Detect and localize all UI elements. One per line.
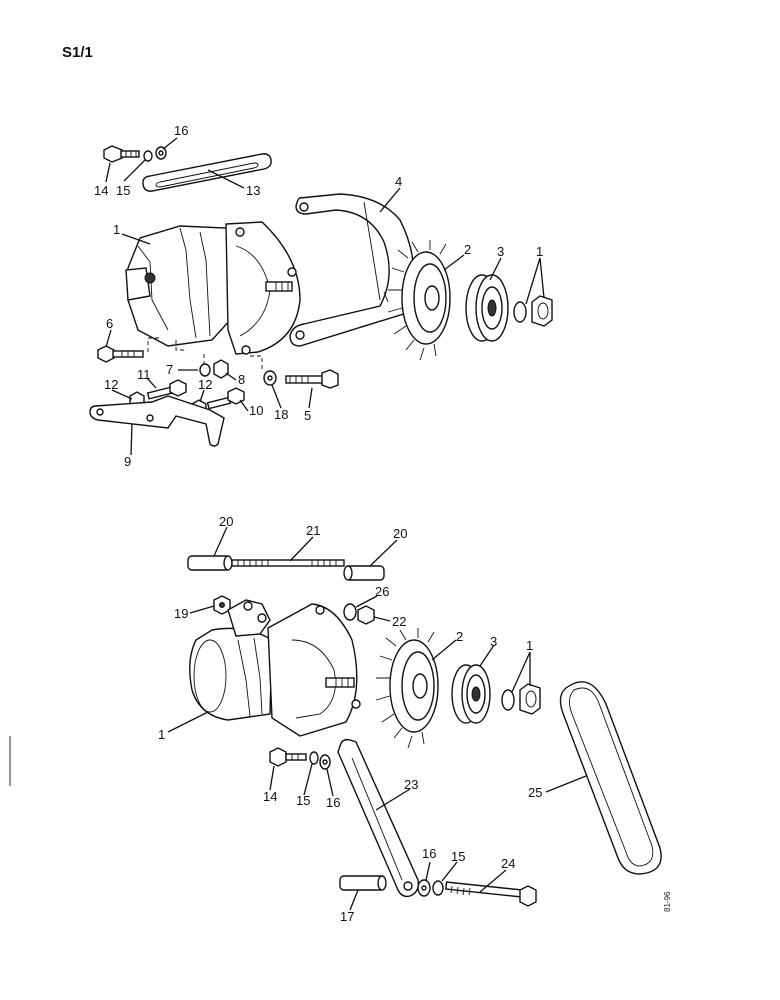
callout-1-lower-nut: 1 [526,638,533,653]
callout-15-lower: 15 [296,793,310,808]
lower-assembly [187,555,662,907]
callout-9: 9 [124,454,131,469]
bracket-9 [89,395,225,447]
callout-13: 13 [246,183,260,198]
callout-14-upper: 14 [94,183,108,198]
callout-23: 23 [404,777,418,792]
washer-15-upper [143,150,153,162]
nut-8 [213,359,229,379]
callout-14-lower: 14 [263,789,277,804]
washer-1-lower [501,689,515,711]
callout-15-link: 15 [451,849,465,864]
callout-1-upper-nut: 1 [536,244,543,259]
lower-callouts: 20 21 20 19 26 22 1 2 3 1 14 15 16 23 25… [158,514,542,924]
upper-leaders [105,137,545,456]
callout-6: 6 [106,316,113,331]
callout-16-lower: 16 [326,795,340,810]
callout-20-right: 20 [393,526,407,541]
callout-3-lower: 3 [490,634,497,649]
bolt-24 [445,881,537,907]
callout-24: 24 [501,856,515,871]
bolt-14-upper [103,145,140,163]
callout-2-upper: 2 [464,242,471,257]
callout-12-right: 12 [198,377,212,392]
alternator-lower [189,599,361,737]
upper-callouts: 16 15 14 13 4 1 2 3 1 6 7 8 11 12 12 10 … [94,123,543,469]
washer-1-upper [513,301,527,323]
bolt-5 [285,369,339,389]
alternator-upper [125,221,301,355]
callout-8: 8 [238,372,245,387]
washer-15-lower [309,751,319,765]
adjusting-link-13 [142,153,272,192]
nut-1-lower [519,683,541,715]
callout-26: 26 [375,584,389,599]
washer-26 [343,603,357,621]
upper-assembly [89,145,553,447]
nut-22 [357,605,375,625]
washer-15-link [432,880,444,896]
fan-2-lower [375,628,439,749]
lower-leaders [167,526,587,911]
callout-18: 18 [274,407,288,422]
pulley-3-upper [465,274,509,342]
adjusting-link-23 [337,738,420,898]
pulley-3-lower [451,664,491,724]
nut-19 [213,595,231,615]
callout-19: 19 [174,606,188,621]
callout-16-upper: 16 [174,123,188,138]
callout-7: 7 [166,362,173,377]
page-code: S1/1 [62,44,93,61]
nut-1-upper [531,295,553,327]
callout-17: 17 [340,909,354,924]
callout-3-upper: 3 [497,244,504,259]
callout-2-lower: 2 [456,629,463,644]
washer-7 [199,363,211,377]
bolt-10 [206,387,245,410]
callout-11: 11 [137,367,151,382]
stud-21 [231,559,345,567]
callout-12-left: 12 [104,377,118,392]
callout-20-left: 20 [219,514,233,529]
callout-5: 5 [304,408,311,423]
callout-1-upper-alternator: 1 [113,222,120,237]
spacer-20-right [343,565,385,581]
drawing-stamp: 81-96 [663,891,672,912]
spacer-20-left [187,555,233,571]
drive-belt-25 [559,681,662,875]
bolt-14-lower [269,747,307,767]
callout-15-upper: 15 [116,183,130,198]
bolt-6 [97,345,144,363]
spacer-17 [339,875,387,891]
bolt-11 [146,379,187,400]
fan-2-upper [387,240,451,361]
callout-1-lower-alternator: 1 [158,727,165,742]
bracket-4 [289,193,415,347]
callout-22: 22 [392,614,406,629]
callout-10: 10 [249,403,263,418]
callout-25: 25 [528,785,542,800]
callout-4: 4 [395,174,402,189]
callout-21: 21 [306,523,320,538]
callout-16-link: 16 [422,846,436,861]
